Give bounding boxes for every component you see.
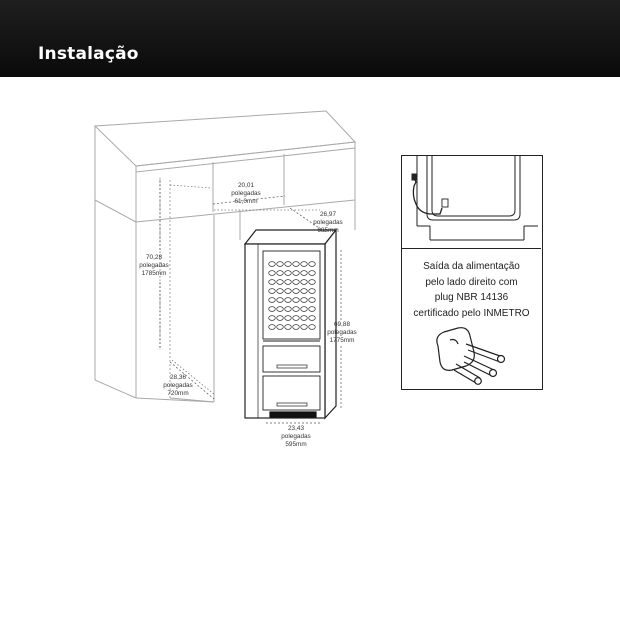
dim-depth-unit: polegadas	[313, 219, 343, 226]
dim-bottom-unit: polegadas	[163, 382, 193, 389]
niche-outline	[159, 178, 320, 396]
dim-app-height-in: 69,88	[334, 321, 350, 328]
outlet-detail	[402, 156, 541, 249]
caption-line-3: plug NBR 14136	[434, 292, 509, 303]
bottle-rack	[268, 261, 316, 330]
dim-height-unit: polegadas	[139, 262, 169, 269]
dim-app-width-in: 23,43	[288, 425, 304, 432]
caption-line-2: pelo lado direito com	[425, 276, 518, 288]
dim-depth-mm: 685mm	[317, 227, 338, 234]
dim-width-mm: 61,0mm	[234, 198, 257, 205]
outlet-detail-drawing	[411, 156, 538, 241]
dim-width-unit: polegadas	[231, 190, 261, 197]
dim-bottom-in: 28,36	[170, 374, 186, 381]
dim-height-in: 70,28	[146, 254, 162, 261]
header-bar: Instalação	[0, 0, 620, 77]
dim-width-in: 20,01	[238, 182, 254, 189]
dim-app-height-unit: polegadas	[327, 329, 357, 336]
page-title: Instalação	[38, 44, 139, 64]
dim-app-width-unit: polegadas	[281, 433, 311, 440]
dim-depth-in: 26,97	[320, 211, 336, 218]
dim-bottom-mm: 720mm	[167, 390, 188, 397]
power-outlet-panel: Saída da alimentação pelo lado direito c…	[401, 155, 543, 390]
wine-cooler	[243, 228, 338, 420]
dim-app-height-mm: 1775mm	[330, 337, 355, 344]
caption-line-4: certificado pelo INMETRO	[413, 307, 530, 319]
plug-icon	[436, 327, 506, 385]
outlet-caption: Saída da alimentação pelo lado direito c…	[402, 259, 541, 321]
dim-height-mm: 1785mm	[142, 270, 167, 277]
dimension-lines	[159, 180, 342, 424]
cabinet-top	[93, 110, 357, 167]
caption-line-1: Saída da alimentação	[423, 261, 520, 272]
dim-app-width-mm: 595mm	[285, 441, 306, 448]
